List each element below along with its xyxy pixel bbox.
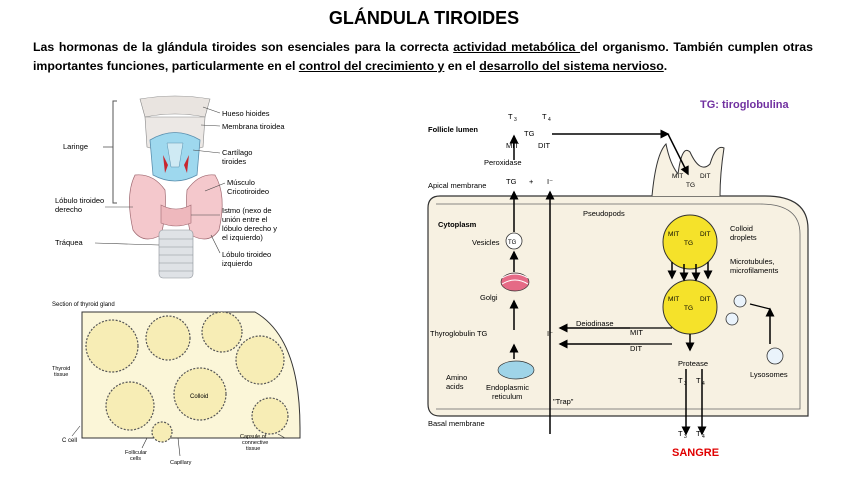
label-er-2: reticulum xyxy=(492,392,522,401)
label-t4-bottom: T xyxy=(696,429,701,438)
label-plus: + xyxy=(529,177,534,186)
label-thyroglobulin-tg: Thyroglobulin TG xyxy=(430,329,488,338)
thyroid-histology-figure: Section of thyroid gland Thyroid tissue … xyxy=(52,302,301,466)
label-thyroid-tissue-2: tissue xyxy=(54,372,68,378)
label-mit-droplet1: MIT xyxy=(668,231,679,238)
label-dit-pseudo: DIT xyxy=(700,173,711,180)
label-vesicle-tg: TG xyxy=(508,240,517,246)
label-thyroid-tissue-1: Thyroid xyxy=(52,366,70,372)
label-amino-2: acids xyxy=(446,382,464,391)
label-tg-droplet1: TG xyxy=(684,240,693,247)
label-musculo-2: Cricotiroideo xyxy=(227,187,269,196)
label-follicular-1: Follicular xyxy=(125,450,147,456)
label-lobulo-izquierdo-2: izquierdo xyxy=(222,259,252,268)
page-title: GLÁNDULA TIROIDES xyxy=(328,8,520,28)
label-t4-mid-sub: 4 xyxy=(702,381,705,387)
label-mit-deiodinase: MIT xyxy=(630,328,643,337)
label-dit-droplet2: DIT xyxy=(700,296,711,303)
label-tg-apical: TG xyxy=(506,177,517,186)
label-lysosomes: Lysosomes xyxy=(750,370,788,379)
label-mit-droplet2: MIT xyxy=(668,296,679,303)
label-capsule-3: tissue xyxy=(246,446,260,452)
label-follicle-lumen: Follicle lumen xyxy=(428,125,478,134)
intro-text-3: en el xyxy=(444,59,480,73)
label-cartilago-2: tiroides xyxy=(222,157,246,166)
label-t4-bottom-sub: 4 xyxy=(702,434,705,440)
label-t3-mid: T xyxy=(678,376,683,385)
intro-paragraph: Las hormonas de la glándula tiroides son… xyxy=(33,38,813,76)
label-hueso-hioides: Hueso hioides xyxy=(222,109,270,118)
label-tg-droplet2: TG xyxy=(684,305,693,312)
label-colloid: Colloid xyxy=(190,394,208,400)
label-pseudopods: Pseudopods xyxy=(583,209,625,218)
label-capsule-1: Capsule of xyxy=(240,434,267,440)
label-deiodinase: Deiodinase xyxy=(576,319,614,328)
label-section-caption: Section of thyroid gland xyxy=(52,302,115,308)
intro-text-1: Las hormonas de la glándula tiroides son… xyxy=(33,40,454,54)
label-micro-2: microfilaments xyxy=(730,266,779,275)
label-colloid-1: Colloid xyxy=(730,224,753,233)
label-iodide-mid: I⁻ xyxy=(547,329,553,338)
label-t4-top-sub: 4 xyxy=(548,117,551,123)
label-colloid-2: droplets xyxy=(730,233,757,242)
intro-underline-3: desarrollo del sistema nervioso xyxy=(479,59,664,73)
label-lobulo-derecho-1: Lóbulo tiroideo xyxy=(55,196,104,205)
label-sangre: SANGRE xyxy=(672,447,720,459)
label-golgi: Golgi xyxy=(480,293,498,302)
label-amino-1: Amino xyxy=(446,373,467,382)
label-mit-pseudo: MIT xyxy=(672,173,683,180)
intro-text-2: del organismo. También cumplen otras imp… xyxy=(33,40,813,73)
intro-underline-1: actividad metabólica xyxy=(453,40,581,54)
label-traquea: Tráquea xyxy=(55,238,83,247)
label-cartilago-1: Cartílago xyxy=(222,148,252,157)
label-apical-membrane: Apical membrane xyxy=(428,181,486,190)
label-vesicles: Vesicles xyxy=(472,238,500,247)
label-dit-top: DIT xyxy=(538,141,551,150)
label-capillary: Capillary xyxy=(170,460,192,466)
label-istmo-1: Istmo (nexo de xyxy=(222,206,272,215)
label-t3-top-sub: 3 xyxy=(514,117,517,123)
label-istmo-4: el izquierdo) xyxy=(222,233,263,242)
label-membrana: Membrana tiroidea xyxy=(222,122,285,131)
intro-underline-2: control del crecimiento y xyxy=(298,59,445,73)
label-micro-1: Microtubules, xyxy=(730,257,775,266)
label-basal-membrane: Basal membrane xyxy=(428,419,485,428)
label-lobulo-derecho-2: derecho xyxy=(55,205,82,214)
label-musculo-1: Músculo xyxy=(227,178,255,187)
label-cytoplasm: Cytoplasm xyxy=(438,220,477,229)
tg-note: TG: tiroglobulina xyxy=(700,99,789,111)
label-er-1: Endoplasmic xyxy=(486,383,529,392)
label-c-cell: C cell xyxy=(62,438,77,444)
label-t3-bottom: T xyxy=(678,429,683,438)
label-capsule-2: connective xyxy=(242,440,268,446)
label-dit-deiodinase: DIT xyxy=(630,344,643,353)
thyroid-anatomy-figure: Laringe Lóbulo tiroideo derecho Tráquea … xyxy=(55,95,285,279)
label-peroxidase: Peroxidase xyxy=(484,158,522,167)
label-mit-top: MIT xyxy=(506,141,519,150)
label-tg-pseudo: TG xyxy=(686,182,695,189)
label-lobulo-izquierdo-1: Lóbulo tiroideo xyxy=(222,250,271,259)
label-trap: "Trap" xyxy=(553,397,574,406)
label-laringe: Laringe xyxy=(63,142,88,151)
label-t4-top: T xyxy=(542,112,547,121)
label-t3-mid-sub: 3 xyxy=(684,381,687,387)
label-follicular-2: cells xyxy=(130,456,141,462)
label-t4-mid: T xyxy=(696,376,701,385)
thyroid-hormone-synthesis-diagram: Follicle lumen TG MIT DIT T 3 T 4 Peroxi… xyxy=(427,112,809,440)
label-t3-top: T xyxy=(508,112,513,121)
label-protease: Protease xyxy=(678,359,708,368)
label-istmo-2: unión entre el xyxy=(222,215,268,224)
label-t3-bottom-sub: 3 xyxy=(684,434,687,440)
label-iodide-apical: I⁻ xyxy=(547,177,553,186)
intro-text-4: . xyxy=(663,59,668,73)
label-tg-top: TG xyxy=(524,129,535,138)
label-istmo-3: lóbulo derecho y xyxy=(222,224,277,233)
label-dit-droplet1: DIT xyxy=(700,231,711,238)
